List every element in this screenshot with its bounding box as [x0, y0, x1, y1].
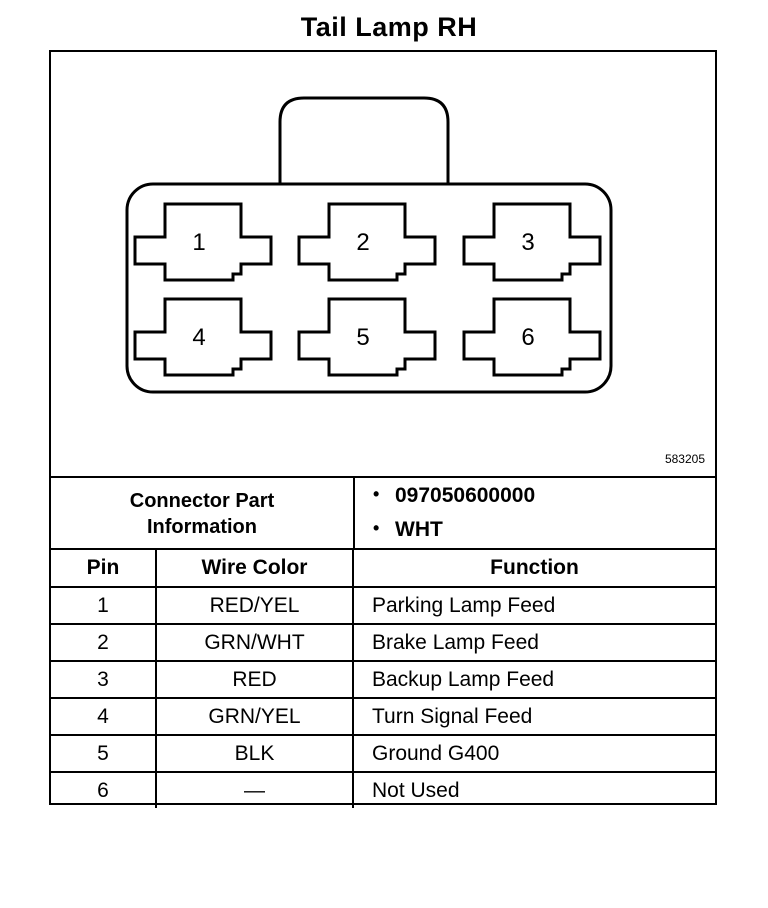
cell-function: Parking Lamp Feed	[353, 586, 715, 624]
part-number-line: • 097050600000	[373, 484, 536, 508]
pin-number-label: 6	[521, 324, 534, 351]
pinout-header-row: Pin Wire Color Function	[51, 548, 715, 587]
table-row: 6 — Not Used	[51, 771, 715, 808]
connector-color-line: • WHT	[373, 518, 443, 542]
cell-function: Brake Lamp Feed	[353, 623, 715, 661]
pin-cavity-3	[462, 202, 602, 282]
header-wire-color: Wire Color	[156, 548, 354, 587]
pin-number-label: 2	[356, 229, 369, 256]
bullet-icon: •	[373, 484, 380, 504]
connector-info-label-line1: Connector Part	[129, 490, 275, 512]
connector-info-label: Connector Part Information	[51, 478, 355, 550]
cell-wire-color: BLK	[156, 734, 354, 772]
cell-pin: 6	[51, 771, 157, 808]
drawing-id: 583205	[664, 452, 705, 466]
connector-info-label-line2: Information	[147, 516, 257, 538]
pinout-table: Pin Wire Color Function 1 RED/YEL Parkin…	[51, 548, 715, 808]
connector-info-values: • 097050600000 • WHT	[355, 478, 715, 550]
part-number: 097050600000	[395, 484, 536, 507]
cell-wire-color: RED	[156, 660, 354, 698]
connector-color: WHT	[395, 518, 443, 541]
connector-drawing: 1 2 3 4 5 6	[125, 96, 613, 394]
pin-cavity-5	[297, 297, 437, 377]
cell-wire-color: GRN/WHT	[156, 623, 354, 661]
pin-cavity-2	[297, 202, 437, 282]
pin-number-label: 3	[521, 229, 534, 256]
header-function: Function	[353, 548, 715, 587]
table-row: 2 GRN/WHT Brake Lamp Feed	[51, 623, 715, 661]
cell-pin: 1	[51, 586, 157, 624]
cell-wire-color: GRN/YEL	[156, 697, 354, 735]
connector-part-info: Connector Part Information • 09705060000…	[51, 476, 715, 550]
cell-wire-color: —	[156, 771, 354, 808]
cell-pin: 3	[51, 660, 157, 698]
connector-lock-tab	[278, 96, 450, 184]
cell-pin: 2	[51, 623, 157, 661]
cell-pin: 5	[51, 734, 157, 772]
cell-function: Backup Lamp Feed	[353, 660, 715, 698]
diagram-title: Tail Lamp RH	[300, 12, 478, 42]
table-row: 5 BLK Ground G400	[51, 734, 715, 772]
pin-number-label: 5	[356, 324, 369, 351]
header-pin: Pin	[51, 548, 157, 587]
bullet-icon: •	[373, 518, 380, 538]
pin-cavity-1	[133, 202, 273, 282]
cell-wire-color: RED/YEL	[156, 586, 354, 624]
cell-function: Ground G400	[353, 734, 715, 772]
cell-function: Turn Signal Feed	[353, 697, 715, 735]
pin-cavity-6	[462, 297, 602, 377]
connector-diagram: 1 2 3 4 5 6 583205	[51, 52, 715, 476]
table-row: 4 GRN/YEL Turn Signal Feed	[51, 697, 715, 735]
pin-cavity-4	[133, 297, 273, 377]
cell-function: Not Used	[353, 771, 715, 808]
pin-number-label: 1	[192, 229, 205, 256]
table-row: 1 RED/YEL Parking Lamp Feed	[51, 586, 715, 624]
table-row: 3 RED Backup Lamp Feed	[51, 660, 715, 698]
pin-number-label: 4	[192, 324, 205, 351]
cell-pin: 4	[51, 697, 157, 735]
